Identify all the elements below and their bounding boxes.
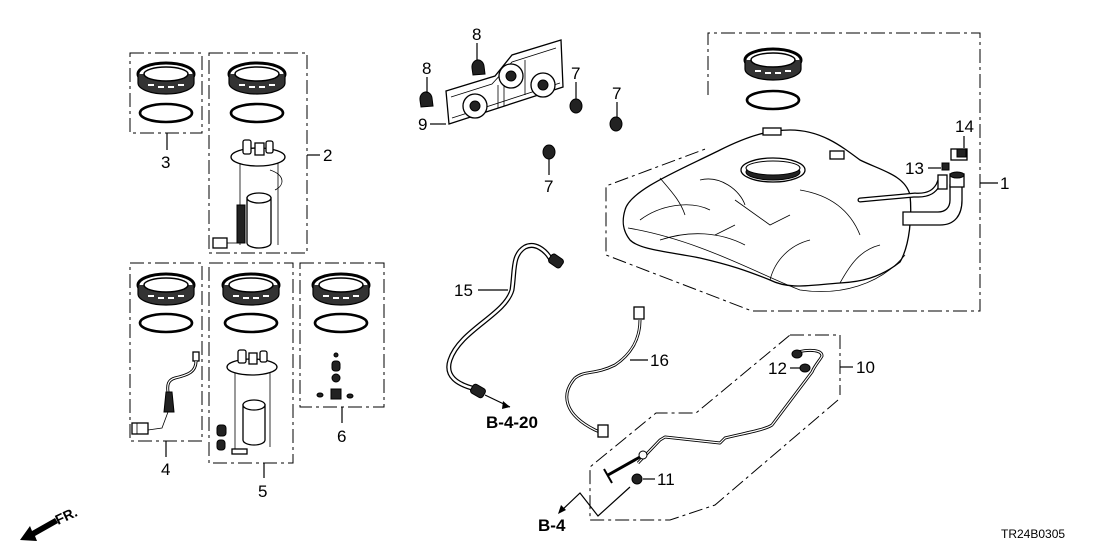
fuel-tank-body (622, 127, 965, 292)
callout-2[interactable]: 2 (323, 146, 332, 165)
o-ring-seal (138, 312, 194, 334)
callout-10[interactable]: 10 (856, 358, 875, 377)
lock-ring (136, 272, 196, 307)
callout-13[interactable]: 13 (905, 159, 924, 178)
diagram-code: TR24B0305 (1001, 527, 1065, 541)
wire-harness[interactable] (565, 306, 648, 438)
connector-clip-14[interactable] (950, 136, 968, 161)
fuel-feed-pipe[interactable] (589, 334, 853, 521)
reference-b-4[interactable]: B-4 (538, 516, 566, 535)
callout-9[interactable]: 9 (418, 115, 427, 134)
lock-ring (227, 61, 287, 96)
callout-1[interactable]: 1 (1000, 174, 1009, 193)
callout-7b[interactable]: 7 (612, 84, 621, 103)
lock-ring (221, 272, 281, 307)
callout-5[interactable]: 5 (258, 482, 267, 501)
fuel-level-sender (131, 351, 200, 435)
callout-7c[interactable]: 7 (544, 177, 553, 196)
front-label: FR. (53, 504, 80, 528)
kit-6-pressure-regulator[interactable] (299, 262, 385, 423)
callout-16[interactable]: 16 (650, 351, 669, 370)
clip-12[interactable] (790, 363, 811, 373)
grommet-7-c[interactable] (542, 144, 556, 175)
kit-2-fuel-pump-module[interactable] (208, 52, 320, 254)
callout-11[interactable]: 11 (657, 470, 675, 489)
callout-6[interactable]: 6 (337, 427, 346, 446)
kit-5-fuel-pump-module[interactable] (208, 262, 294, 478)
callout-4[interactable]: 4 (161, 460, 170, 479)
kit-3-lock-ring-seal[interactable] (129, 52, 203, 150)
reference-b-4-20[interactable]: B-4-20 (486, 413, 538, 432)
callout-14[interactable]: 14 (955, 117, 974, 136)
callout-15[interactable]: 15 (454, 281, 473, 300)
heat-shield[interactable] (445, 39, 564, 125)
callout-8b[interactable]: 8 (472, 25, 481, 44)
pressure-regulator (316, 352, 354, 400)
tank-o-ring (745, 89, 801, 111)
fuel-vapor-hose[interactable] (446, 242, 565, 409)
o-ring-seal (223, 312, 279, 334)
grommet-7-a[interactable] (569, 82, 583, 114)
front-direction-arrow: FR. (20, 504, 80, 541)
fuel-pump-module (212, 139, 286, 249)
o-ring-seal (138, 102, 194, 124)
tank-lock-ring (743, 47, 803, 82)
b4-reference-arrow (558, 486, 631, 517)
grommet-7-b[interactable] (609, 102, 623, 132)
o-ring-seal (229, 102, 285, 124)
lock-ring (136, 61, 196, 96)
fuel-pump-module (216, 349, 278, 455)
callout-7a[interactable]: 7 (571, 64, 580, 83)
clip-8-left[interactable] (419, 77, 434, 108)
kit-4-fuel-level-sender[interactable] (129, 262, 203, 457)
fuel-tank-assembly[interactable] (605, 32, 998, 312)
clip-13[interactable] (928, 162, 950, 171)
o-ring-seal (313, 312, 369, 334)
clip-11[interactable] (631, 473, 655, 485)
lock-ring (311, 272, 371, 307)
clip-8-top[interactable] (471, 43, 486, 76)
callout-3[interactable]: 3 (161, 153, 170, 172)
callout-8a[interactable]: 8 (422, 59, 431, 78)
callout-12[interactable]: 12 (768, 359, 787, 378)
